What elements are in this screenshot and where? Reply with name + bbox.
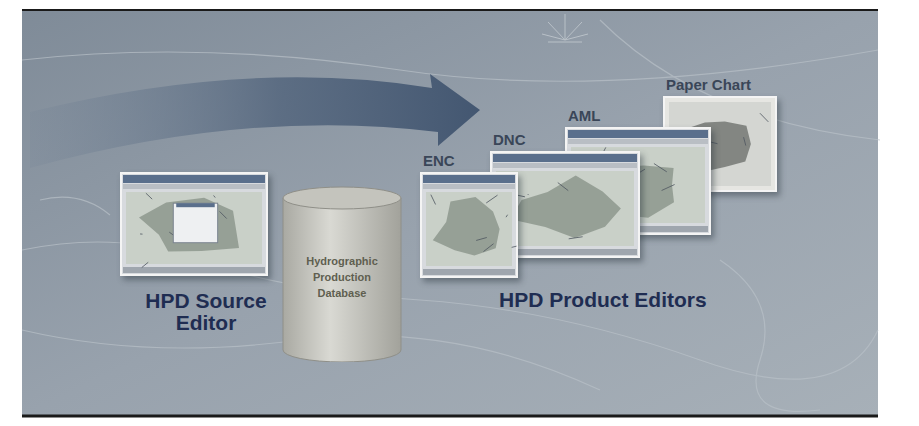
database-label: Hydrographic Production Database <box>294 254 390 302</box>
editor-screenshot: HPD Source Editor <box>120 172 268 276</box>
editor-screenshot: ENC <box>420 172 518 278</box>
product-label: Paper Chart <box>666 76 751 93</box>
screenshot <box>420 172 518 278</box>
group-label: HPD Product Editors <box>499 288 707 312</box>
screenshot <box>120 172 268 276</box>
product-label: DNC <box>493 131 526 148</box>
flow-arrow <box>30 74 480 168</box>
product-label: AML <box>568 107 601 124</box>
editor-title: HPD Source Editor <box>131 290 281 334</box>
product-label: ENC <box>423 152 455 169</box>
database-node: Hydrographic Production Database <box>282 186 402 362</box>
